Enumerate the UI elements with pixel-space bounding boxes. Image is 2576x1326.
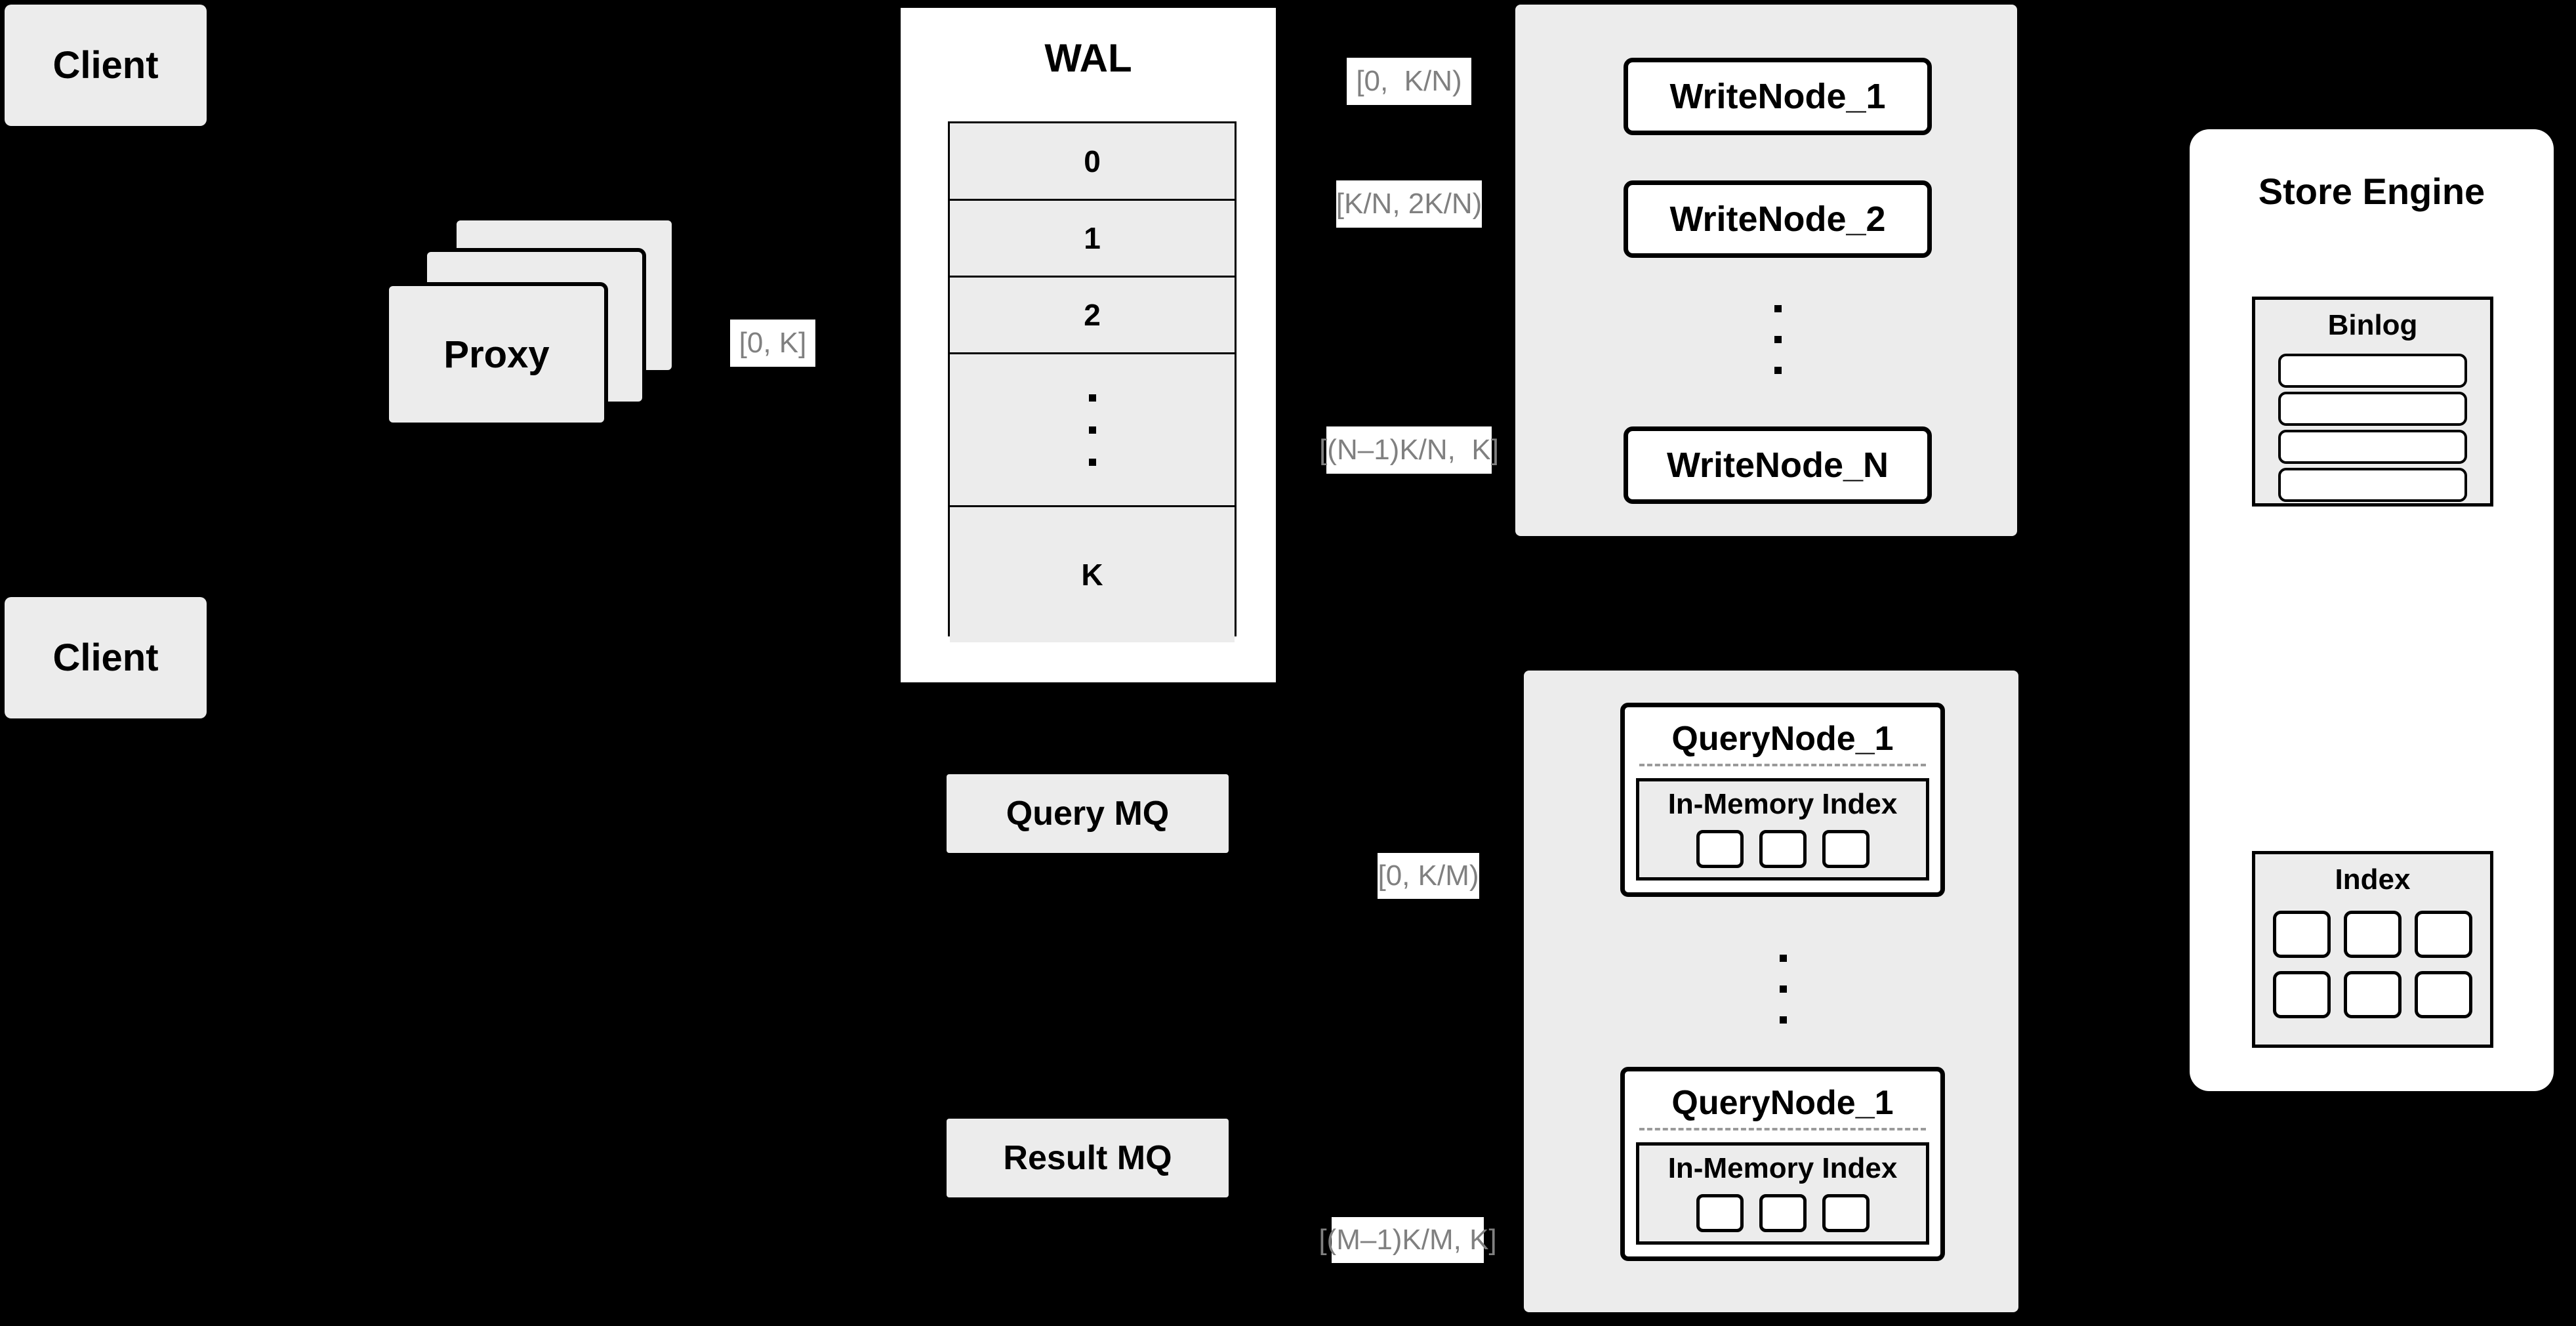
range-label-text: [K/N, 2K/N) <box>1336 188 1482 220</box>
store-engine-title: Store Engine <box>2258 171 2485 212</box>
range-label-text: [0, K/M) <box>1378 860 1479 892</box>
query-node-group: QueryNode_1 In-Memory Index QueryNode_1 <box>1524 671 2018 1312</box>
binlog-title: Binlog <box>2327 309 2418 341</box>
index-cell[interactable] <box>2344 911 2402 958</box>
binlog-bar[interactable] <box>2278 392 2467 426</box>
wal-table: 0 1 2 K <box>948 121 1237 642</box>
binlog-bar[interactable] <box>2278 430 2467 464</box>
in-memory-index-box-1: In-Memory Index <box>1636 778 1929 881</box>
index-cell[interactable] <box>2273 911 2331 958</box>
index-cell[interactable] <box>1822 1194 1870 1232</box>
index-title: Index <box>2335 863 2411 896</box>
ellipsis-dot <box>1779 1016 1787 1024</box>
wal-title: WAL <box>1044 36 1132 80</box>
client-node-1[interactable]: Client <box>5 5 207 126</box>
wal-row-label: 1 <box>1084 221 1101 255</box>
ellipsis-dot <box>1774 366 1782 374</box>
in-memory-index-cells <box>1696 1194 1870 1232</box>
binlog-box: Binlog <box>2252 297 2493 507</box>
query-node-m[interactable]: QueryNode_1 In-Memory Index <box>1620 1067 1945 1261</box>
binlog-bar[interactable] <box>2278 468 2467 502</box>
range-label-mq-to-querynode-m: [(M–1)K/M, K] <box>1319 1217 1497 1263</box>
wal-row[interactable]: 2 <box>950 278 1235 354</box>
index-cell[interactable] <box>1696 830 1744 868</box>
write-node-ellipsis <box>1768 280 1788 398</box>
result-mq-node[interactable]: Result MQ <box>947 1119 1229 1197</box>
query-node-1[interactable]: QueryNode_1 In-Memory Index <box>1620 703 1945 897</box>
binlog-bars <box>2278 354 2467 502</box>
index-cell[interactable] <box>2415 971 2472 1018</box>
range-label-text: [(M–1)K/M, K] <box>1319 1224 1497 1256</box>
range-label-wal-to-writenode-1: [0, K/N) <box>1347 58 1471 105</box>
in-memory-index-title: In-Memory Index <box>1667 788 1898 820</box>
index-cell[interactable] <box>2415 911 2472 958</box>
wal-row-last[interactable]: K <box>950 507 1235 642</box>
index-box: Index <box>2252 851 2493 1048</box>
wal-row-label: 0 <box>1084 144 1101 178</box>
wal-row[interactable]: 1 <box>950 201 1235 278</box>
arrow-shaft <box>2148 949 2171 955</box>
binlog-bar[interactable] <box>2278 354 2467 388</box>
wal-panel: WAL 0 1 2 K <box>896 3 1280 687</box>
write-node-n[interactable]: WriteNode_N <box>1624 426 1932 504</box>
range-label-text: [0, K/N) <box>1356 65 1462 97</box>
write-node-label: WriteNode_2 <box>1669 199 1886 239</box>
proxy-node[interactable]: Proxy <box>385 282 608 426</box>
range-label-wal-to-writenode-n: [(N–1)K/N, K] <box>1319 426 1499 474</box>
index-cell[interactable] <box>1822 830 1870 868</box>
ellipsis-dot <box>1088 426 1096 434</box>
write-node-group: WriteNode_1 WriteNode_2 WriteNode_N <box>1515 5 2017 536</box>
client-node-2[interactable]: Client <box>5 597 207 718</box>
index-grid <box>2273 911 2472 1018</box>
query-node-title: QueryNode_1 <box>1671 1084 1894 1122</box>
store-engine-panel: Store Engine Binlog Index <box>2190 129 2554 1091</box>
wal-row-ellipsis <box>950 354 1235 507</box>
index-cell[interactable] <box>2344 971 2402 1018</box>
wal-row-label: 2 <box>1084 298 1101 332</box>
query-mq-node[interactable]: Query MQ <box>947 774 1229 853</box>
range-label-proxy-to-wal: [0, K] <box>730 320 815 367</box>
ellipsis-dot <box>1774 335 1782 343</box>
ellipsis-dot <box>1088 458 1096 466</box>
in-memory-index-title: In-Memory Index <box>1667 1152 1898 1184</box>
write-node-label: WriteNode_1 <box>1669 77 1886 116</box>
range-label-wal-to-writenode-2: [K/N, 2K/N) <box>1336 180 1482 228</box>
wal-row-label: K <box>1081 558 1103 592</box>
query-node-divider <box>1639 764 1926 766</box>
index-cell[interactable] <box>1759 1194 1807 1232</box>
arrow-shaft <box>2148 392 2171 397</box>
proxy-label: Proxy <box>443 333 550 376</box>
query-node-ellipsis <box>1773 928 1793 1050</box>
range-label-text: [(N–1)K/N, K] <box>1319 434 1499 466</box>
result-mq-label: Result MQ <box>1003 1139 1172 1177</box>
client-label-2: Client <box>52 636 159 679</box>
ellipsis-dot <box>1774 304 1782 312</box>
in-memory-index-cells <box>1696 830 1870 868</box>
ellipsis-dot <box>1779 955 1787 962</box>
query-node-title: QueryNode_1 <box>1671 720 1894 758</box>
in-memory-index-box-2: In-Memory Index <box>1636 1142 1929 1245</box>
write-node-2[interactable]: WriteNode_2 <box>1624 180 1932 258</box>
ellipsis-dot <box>1088 394 1096 402</box>
query-node-divider <box>1639 1128 1926 1130</box>
client-label-1: Client <box>52 44 159 87</box>
ellipsis-dot <box>1779 985 1787 993</box>
wal-row[interactable]: 0 <box>950 123 1235 201</box>
write-node-1[interactable]: WriteNode_1 <box>1624 58 1932 135</box>
index-cell[interactable] <box>1759 830 1807 868</box>
range-label-mq-to-querynode-1: [0, K/M) <box>1378 853 1479 899</box>
index-cell[interactable] <box>2273 971 2331 1018</box>
write-node-label: WriteNode_N <box>1666 445 1889 485</box>
range-label-text: [0, K] <box>739 327 807 359</box>
query-mq-label: Query MQ <box>1006 795 1170 833</box>
index-cell[interactable] <box>1696 1194 1744 1232</box>
